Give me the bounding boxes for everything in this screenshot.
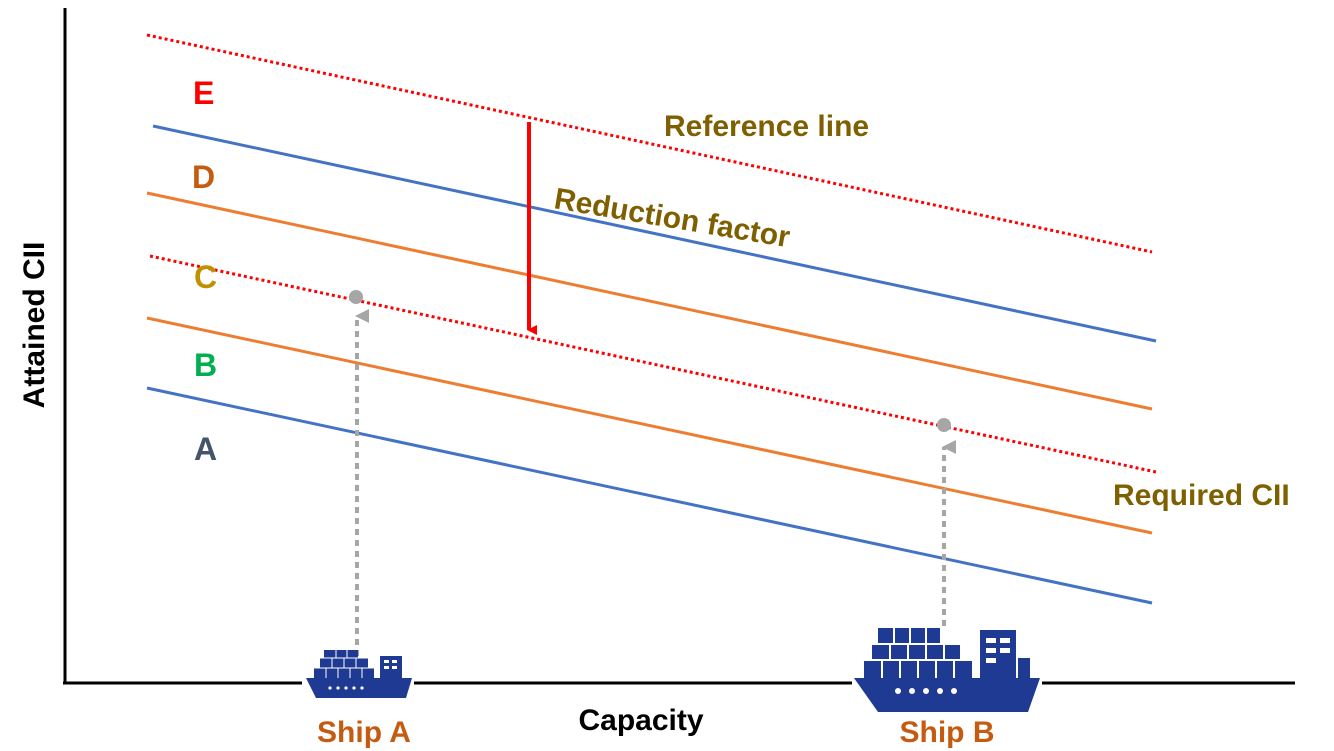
- band-label-a: A: [194, 431, 217, 467]
- reference-line-label: Reference line: [664, 110, 869, 143]
- ship-b-label: Ship B: [900, 716, 995, 749]
- required-cii-label: Required CII: [1113, 479, 1290, 512]
- band-label-e: E: [193, 75, 214, 111]
- boundary-line-cd: [146, 191, 1153, 411]
- boundary-line-ab: [146, 386, 1153, 605]
- x-axis-label: Capacity: [578, 704, 703, 737]
- required-cii-line: [149, 254, 1157, 474]
- y-axis-label: Attained CII: [18, 242, 51, 409]
- ship-a-point: [349, 290, 363, 304]
- boundary-line-bc: [146, 316, 1153, 535]
- boundary-line-de: [152, 124, 1157, 343]
- band-label-b: B: [194, 347, 217, 383]
- reduction-factor-label: Reduction factor: [552, 182, 793, 254]
- ship-a-label: Ship A: [317, 716, 411, 749]
- band-label-c: C: [194, 259, 217, 295]
- ship-b-point: [937, 418, 951, 432]
- band-label-d: D: [192, 159, 215, 195]
- ship-a-icon: [302, 650, 414, 698]
- ship-b-icon: [852, 628, 1042, 716]
